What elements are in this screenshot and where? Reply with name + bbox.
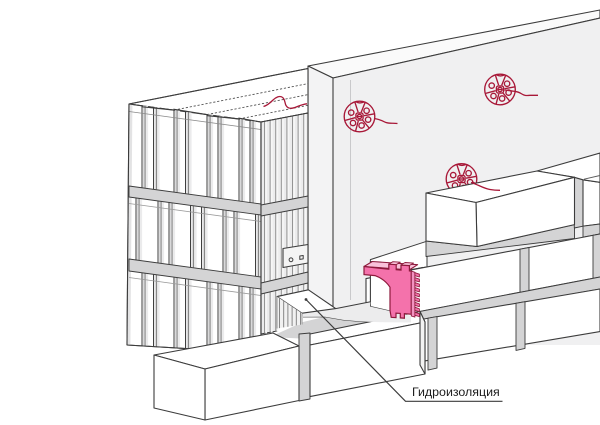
svg-text:Гидроизоляция: Гидроизоляция (412, 385, 500, 399)
